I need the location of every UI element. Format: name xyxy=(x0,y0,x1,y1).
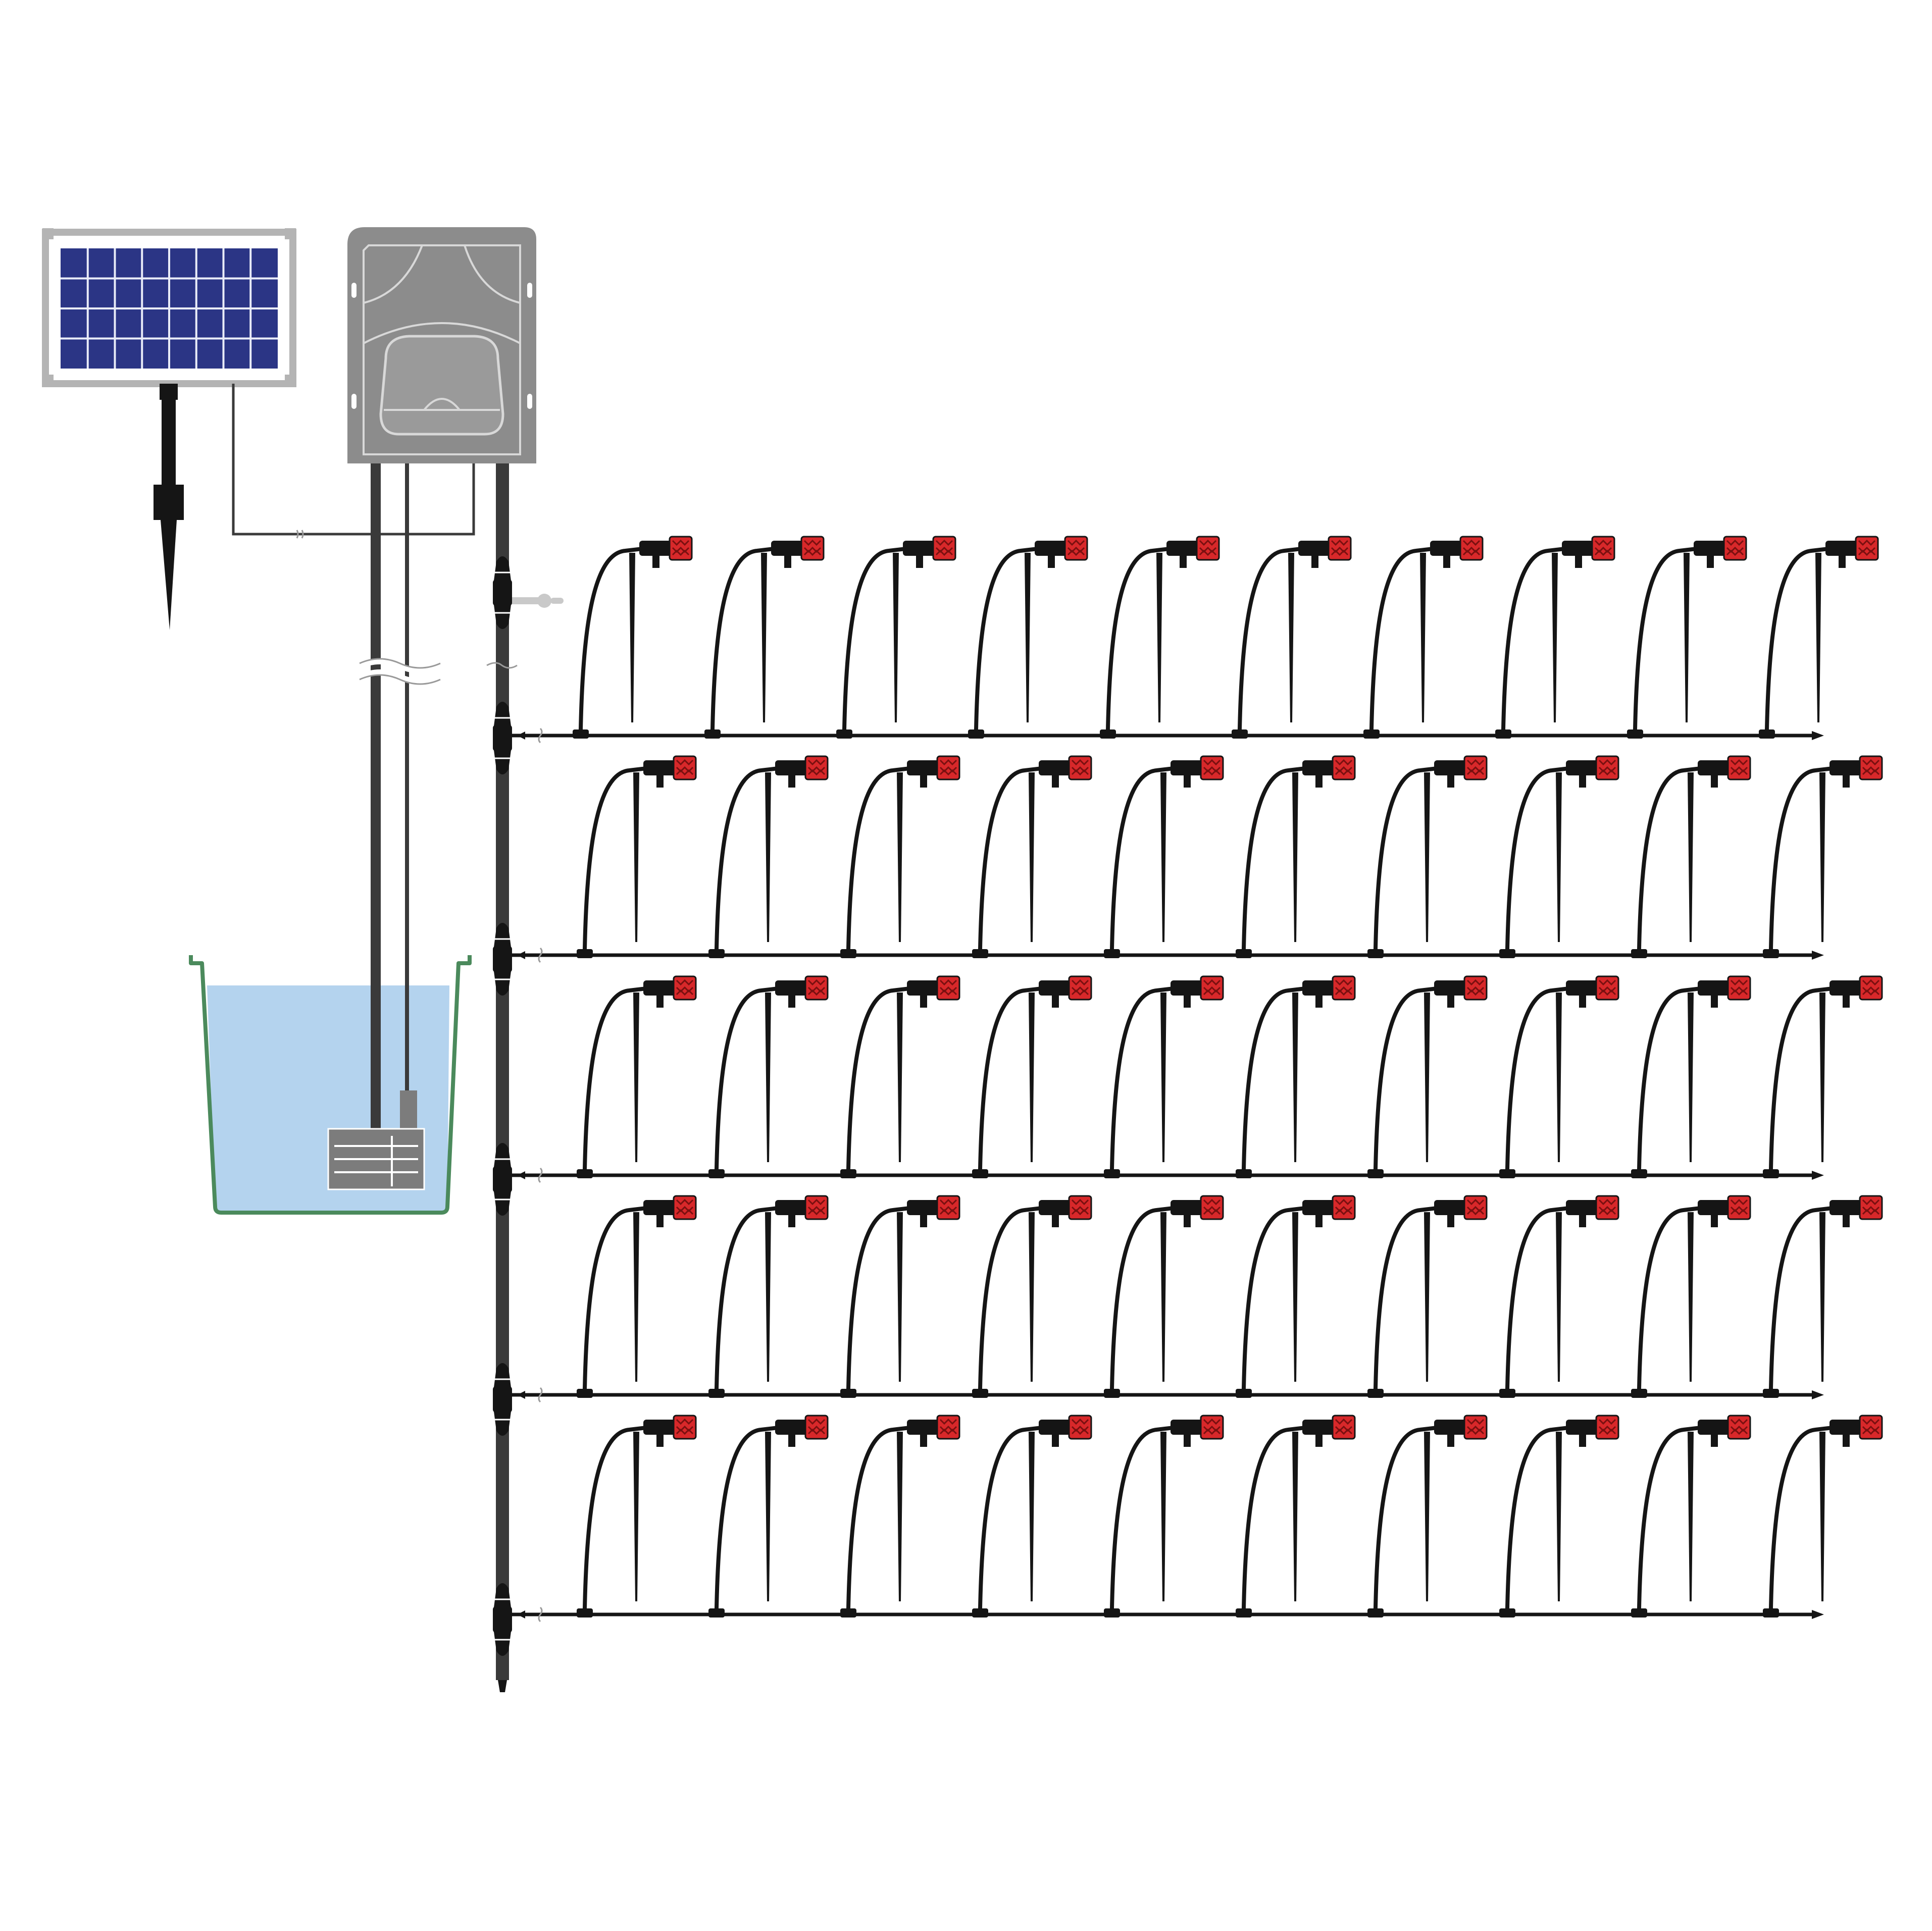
submersible-pump-icon xyxy=(327,1090,425,1190)
drip-lines xyxy=(511,536,1883,1623)
dripper-stake-icon xyxy=(577,755,697,958)
dripper-stake-icon xyxy=(836,536,956,739)
tube-break-mark xyxy=(538,947,543,963)
line-end-arrow xyxy=(1812,1171,1824,1180)
dripper-stake-icon xyxy=(1631,1195,1751,1398)
ground-stake-icon xyxy=(154,384,184,630)
dripper-stake-icon xyxy=(972,1195,1092,1398)
dripper-stake-icon xyxy=(1367,1415,1488,1617)
dripper-stake-icon xyxy=(1499,1195,1619,1398)
tube-break-mark xyxy=(538,1387,543,1403)
supply-connectors xyxy=(493,556,512,1656)
dripper-stake-icon xyxy=(1104,975,1224,1178)
dripper-stake-icon xyxy=(972,1415,1092,1617)
dripper-stake-icon xyxy=(1759,536,1879,739)
dripper-stake-icon xyxy=(1100,536,1220,739)
pipe-connector-icon xyxy=(493,702,512,774)
dripper-stake-icon xyxy=(1363,536,1484,739)
dripper-stake-icon xyxy=(1627,536,1747,739)
supply-pipe-icon xyxy=(496,463,509,1692)
dripper-stake-icon xyxy=(1763,1195,1883,1398)
dripper-stake-icon xyxy=(1499,755,1619,958)
dripper-stake-icon xyxy=(1631,975,1751,1178)
line-end-arrow xyxy=(1812,1390,1824,1399)
dripper-stake-icon xyxy=(1631,755,1751,958)
tube-break-mark xyxy=(538,1167,543,1183)
drip-line xyxy=(511,755,1883,963)
dripper-stake-icon xyxy=(1763,755,1883,958)
dripper-stake-icon xyxy=(840,755,960,958)
dripper-stake-icon xyxy=(1763,1415,1883,1617)
dripper-stake-icon xyxy=(840,1195,960,1398)
pipe-connector-icon xyxy=(493,923,512,996)
dripper-stake-icon xyxy=(1499,975,1619,1178)
drip-line xyxy=(511,536,1879,744)
dripper-stake-icon xyxy=(972,975,1092,1178)
drip-line xyxy=(511,1415,1883,1623)
dripper-stake-icon xyxy=(573,536,693,739)
dripper-stake-icon xyxy=(708,1415,829,1617)
pipe-break-outline xyxy=(359,658,441,685)
pump-hose xyxy=(371,463,381,1130)
pipe-connector-icon xyxy=(493,1583,512,1656)
dripper-stake-icon xyxy=(1367,1195,1488,1398)
pipe-connector-icon xyxy=(493,556,512,629)
dripper-stake-icon xyxy=(1631,1415,1751,1617)
drip-line xyxy=(511,1195,1883,1403)
dripper-stake-icon xyxy=(1236,1415,1356,1617)
tube-break-mark xyxy=(538,1606,543,1623)
dripper-stake-icon xyxy=(708,975,829,1178)
dripper-stake-icon xyxy=(968,536,1088,739)
dripper-stake-icon xyxy=(577,1195,697,1398)
dripper-stake-icon xyxy=(1499,1415,1619,1617)
cable-break-symbol xyxy=(296,530,304,539)
pipe-connector-icon xyxy=(493,1143,512,1216)
dripper-stake-icon xyxy=(577,975,697,1178)
drain-valve-icon xyxy=(510,594,564,608)
pipe-break-symbol xyxy=(358,659,442,684)
dripper-stake-icon xyxy=(1104,1195,1224,1398)
line-end-arrow xyxy=(1812,731,1824,740)
controller-box-icon xyxy=(347,227,536,463)
dripper-stake-icon xyxy=(1763,975,1883,1178)
dripper-stake-icon xyxy=(708,1195,829,1398)
dripper-stake-icon xyxy=(1232,536,1352,739)
solar-cell-grid xyxy=(61,248,278,369)
dripper-stake-icon xyxy=(972,755,1092,958)
dripper-stake-icon xyxy=(1495,536,1615,739)
dripper-stake-icon xyxy=(1104,755,1224,958)
solar-panel-icon xyxy=(42,228,296,387)
dripper-stake-icon xyxy=(1236,1195,1356,1398)
line-end-arrow xyxy=(1812,1610,1824,1619)
solar-cable xyxy=(232,384,475,536)
supply-pipe-break xyxy=(486,662,518,669)
dripper-stake-icon xyxy=(1367,975,1488,1178)
drip-line xyxy=(511,975,1883,1183)
dripper-stake-icon xyxy=(840,975,960,1178)
dripper-stake-icon xyxy=(840,1415,960,1617)
dripper-stake-icon xyxy=(1236,755,1356,958)
tube-break-mark xyxy=(538,727,543,744)
dripper-stake-icon xyxy=(1367,755,1488,958)
dripper-stake-icon xyxy=(704,536,825,739)
dripper-stake-icon xyxy=(708,755,829,958)
dripper-stake-icon xyxy=(577,1415,697,1617)
line-end-arrow xyxy=(1812,951,1824,960)
dripper-stake-icon xyxy=(1104,1415,1224,1617)
dripper-stake-icon xyxy=(1236,975,1356,1178)
pipe-connector-icon xyxy=(493,1363,512,1436)
